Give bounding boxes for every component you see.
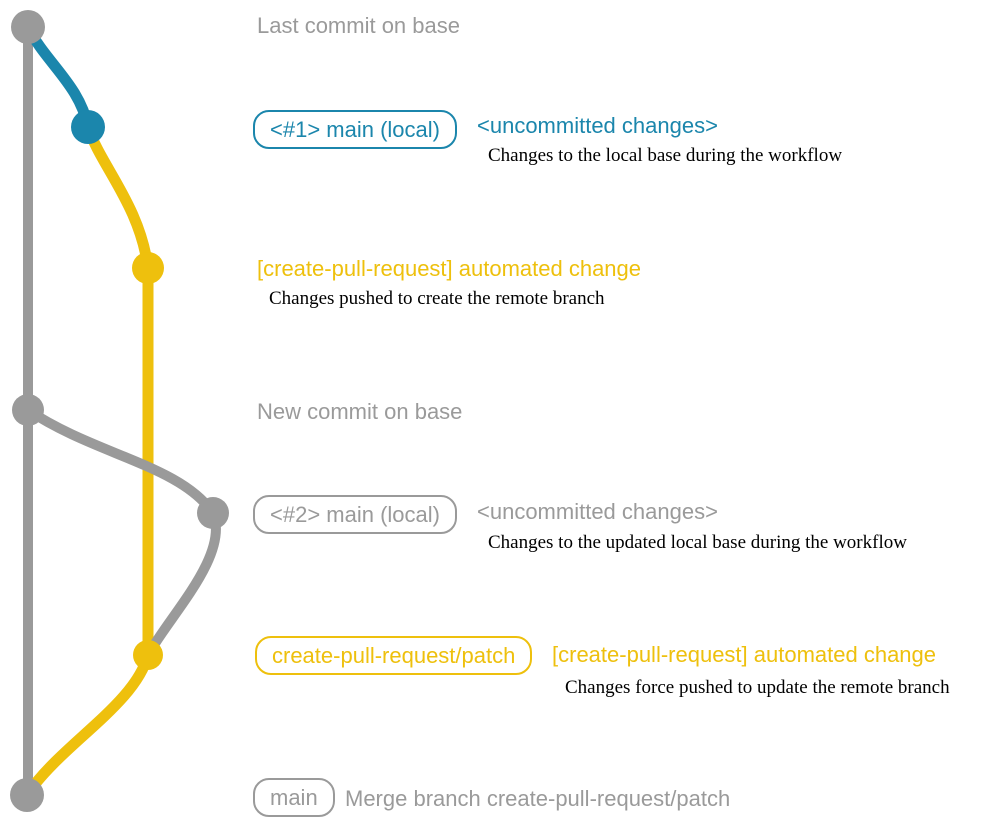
note-updated-local-base-changes: Changes to the updated local base during… <box>488 532 907 553</box>
commit-dot-automated-change-1 <box>132 252 164 284</box>
commit-dot-automated-change-2 <box>133 640 163 670</box>
patch-branch-merge-curve <box>21 649 154 801</box>
last-commit-label: Last commit on base <box>257 13 460 38</box>
note-local-base-changes: Changes to the local base during the wor… <box>488 145 843 166</box>
local-main-branch-curve <box>22 21 94 133</box>
commit-message-automated-change-2: [create-pull-request] automated change <box>552 642 937 667</box>
commit-dot-new-base <box>12 394 44 426</box>
git-graph <box>10 10 229 812</box>
branch-badge-main-local-1: <#1> main (local) <box>253 110 457 149</box>
updated-main-branch-curve-out <box>23 405 218 518</box>
commit-dot-main-local-2 <box>197 497 229 529</box>
merge-commit-message: Merge branch create-pull-request/patch <box>345 786 731 811</box>
branch-badge-main-local-2: <#2> main (local) <box>253 495 457 534</box>
patch-branch-curve-top <box>82 121 154 274</box>
commit-dot-main-local-1 <box>71 110 105 144</box>
updated-main-branch-curve-back <box>143 508 221 660</box>
commit-dot-last-base <box>11 10 45 44</box>
new-commit-label: New commit on base <box>257 399 463 424</box>
note-push-create-remote-branch: Changes pushed to create the remote bran… <box>269 288 605 309</box>
note-force-push-update-remote-branch: Changes force pushed to update the remot… <box>565 677 950 698</box>
branch-badge-create-pull-request-patch: create-pull-request/patch <box>255 636 533 675</box>
commit-message-automated-change-1: [create-pull-request] automated change <box>257 256 642 281</box>
uncommitted-changes-status-2: <uncommitted changes> <box>477 499 718 524</box>
uncommitted-changes-status-1: <uncommitted changes> <box>477 113 718 138</box>
commit-dot-merge <box>10 778 44 812</box>
branch-badge-main: main <box>253 778 335 817</box>
